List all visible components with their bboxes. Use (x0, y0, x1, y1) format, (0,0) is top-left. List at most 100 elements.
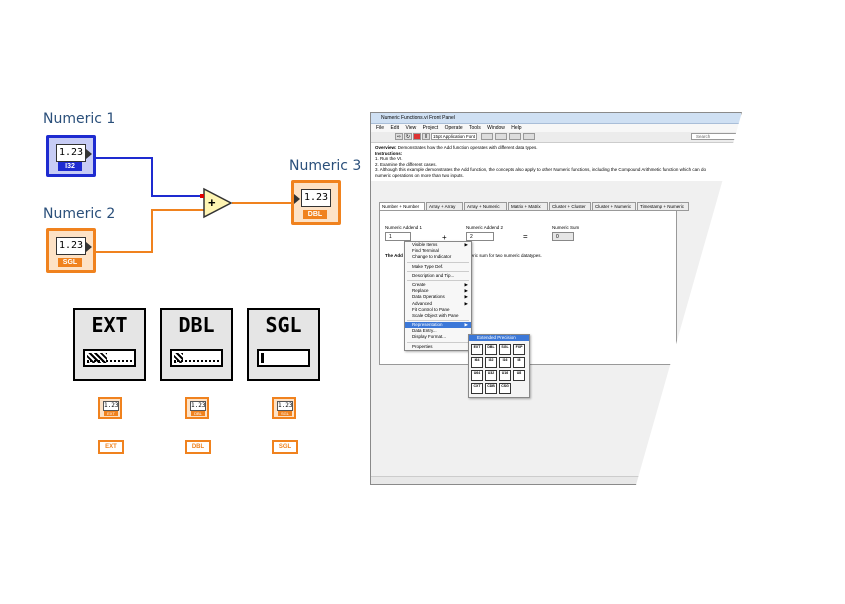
addend1-control[interactable]: 1 (385, 232, 411, 241)
representation-option[interactable]: FXP (513, 344, 525, 355)
context-menu-item[interactable]: Make Type Def. (412, 263, 444, 269)
ext-palette-icon[interactable]: EXT (73, 308, 146, 381)
wire-numeric1 (95, 157, 205, 197)
align-icon[interactable] (481, 133, 493, 140)
ext-constant-chip[interactable]: EXT (98, 440, 124, 454)
submenu-arrow-icon: ▶ (464, 294, 468, 300)
numeric-face: 1.23 (56, 144, 86, 162)
representation-option[interactable]: U32 (485, 370, 497, 381)
dbl-palette-icon[interactable]: DBL (160, 308, 233, 381)
context-menu-item[interactable]: Replace▶ (412, 288, 468, 294)
context-menu-item[interactable]: Properties (412, 343, 433, 349)
representation-option[interactable]: U16 (499, 370, 511, 381)
representation-option[interactable]: CSG (499, 383, 511, 394)
sum-label: Numeric Sum (552, 225, 580, 230)
crop-mask-right (636, 60, 845, 604)
menu-separator (407, 320, 469, 322)
context-menu-item[interactable]: Visible Items▶ (412, 242, 468, 247)
menu-separator (407, 341, 469, 343)
representation-option[interactable]: DBL (485, 344, 497, 355)
representation-option[interactable]: I8 (513, 357, 525, 368)
representation-option[interactable]: I64 (471, 357, 483, 368)
description-end: meric sum for two numeric datatypes. (467, 253, 542, 258)
submenu-title: Extended Precision (469, 335, 529, 341)
menu-tools[interactable]: Tools (469, 125, 481, 131)
type-tag: DBL (303, 210, 327, 219)
numeric-face: 1.23 (56, 237, 86, 255)
context-menu-item[interactable]: Fit Control to Pane (412, 306, 450, 312)
precision-bar (257, 349, 310, 367)
menu-file[interactable]: File (376, 125, 385, 131)
numeric-face: 1.23 (301, 189, 331, 207)
font-select[interactable]: 15pt Application Font (431, 133, 477, 140)
sum-indicator: 0 (552, 232, 574, 241)
numeric3-terminal[interactable]: 1.23 DBL (291, 180, 341, 225)
precision-bar (83, 349, 136, 367)
context-menu-item[interactable]: Scale Object with Pane (412, 312, 459, 318)
run-arrow-icon[interactable]: ⇨ (395, 133, 403, 140)
submenu-arrow-icon: ▶ (464, 242, 468, 247)
sgl-palette-icon[interactable]: SGL (247, 308, 320, 381)
palette-label: EXT (91, 313, 128, 337)
context-menu-item[interactable]: Data Entry... (412, 328, 437, 334)
numeric1-terminal[interactable]: 1.23 I32 (46, 135, 96, 177)
menu-window[interactable]: Window (487, 125, 505, 131)
representation-option[interactable]: CXT (471, 383, 483, 394)
precision-bar (170, 349, 223, 367)
representation-option[interactable]: U8 (513, 370, 525, 381)
context-menu-item[interactable]: Representation▶ (405, 322, 471, 329)
context-menu-item[interactable]: Find Terminal (412, 248, 439, 254)
add-symbol: + (208, 195, 216, 210)
context-menu-item[interactable]: Data Operations▶ (412, 294, 468, 300)
resize-icon[interactable] (509, 133, 521, 140)
dbl-constant-chip[interactable]: DBL (185, 440, 211, 454)
menu-separator (407, 270, 469, 272)
representation-option[interactable]: EXT (471, 344, 483, 355)
menu-operate[interactable]: Operate (444, 125, 463, 131)
sgl-constant-chip[interactable]: SGL (272, 440, 298, 454)
numeric2-label: Numeric 2 (43, 206, 116, 222)
submenu-arrow-icon: ▶ (464, 322, 468, 328)
menu-project[interactable]: Project (422, 125, 439, 131)
distribute-icon[interactable] (495, 133, 507, 140)
addend1-label: Numeric Addend 1 (385, 225, 423, 230)
context-menu-item[interactable]: Change to Indicator (412, 254, 452, 260)
horizontal-scrollbar[interactable] (371, 476, 741, 484)
reorder-icon[interactable] (523, 133, 535, 140)
representation-option[interactable]: I16 (499, 357, 511, 368)
menu-edit[interactable]: Edit (390, 125, 400, 131)
input-arrow-icon (294, 194, 300, 204)
context-menu-item[interactable]: Display Format... (412, 334, 447, 340)
numeric2-terminal[interactable]: 1.23 SGL (46, 228, 96, 273)
add-function-node (203, 187, 233, 219)
addend2-control[interactable]: 2 (466, 232, 494, 241)
context-menu-item[interactable]: Create▶ (412, 281, 468, 287)
pause-icon[interactable]: ‖ (422, 133, 430, 140)
abort-icon[interactable] (413, 133, 421, 140)
instructions-text: Overview: Demonstrates how the Add funct… (371, 143, 741, 181)
output-arrow-icon (86, 149, 92, 159)
representation-option[interactable]: I32 (485, 357, 497, 368)
representation-option[interactable]: CDB (485, 383, 497, 394)
coercion-dot-1 (200, 194, 204, 198)
context-menu-item[interactable]: Advanced▶ (412, 300, 468, 306)
addend2-label: Numeric Addend 2 (466, 225, 504, 230)
submenu-arrow-icon: ▶ (464, 281, 468, 287)
plus-sign: + (442, 233, 447, 242)
submenu-arrow-icon: ▶ (464, 300, 468, 306)
representation-option[interactable]: SGL (499, 344, 511, 355)
context-menu-item[interactable]: Description and Tip... (412, 272, 455, 278)
representation-option[interactable]: U64 (471, 370, 483, 381)
menu-help[interactable]: Help (511, 125, 522, 131)
output-arrow-icon (86, 242, 92, 252)
run-continuous-icon[interactable]: ↻ (404, 133, 412, 140)
type-tag: I32 (58, 162, 82, 171)
tab-number-number[interactable]: Number + Number (379, 202, 425, 211)
menu-view[interactable]: View (405, 125, 417, 131)
